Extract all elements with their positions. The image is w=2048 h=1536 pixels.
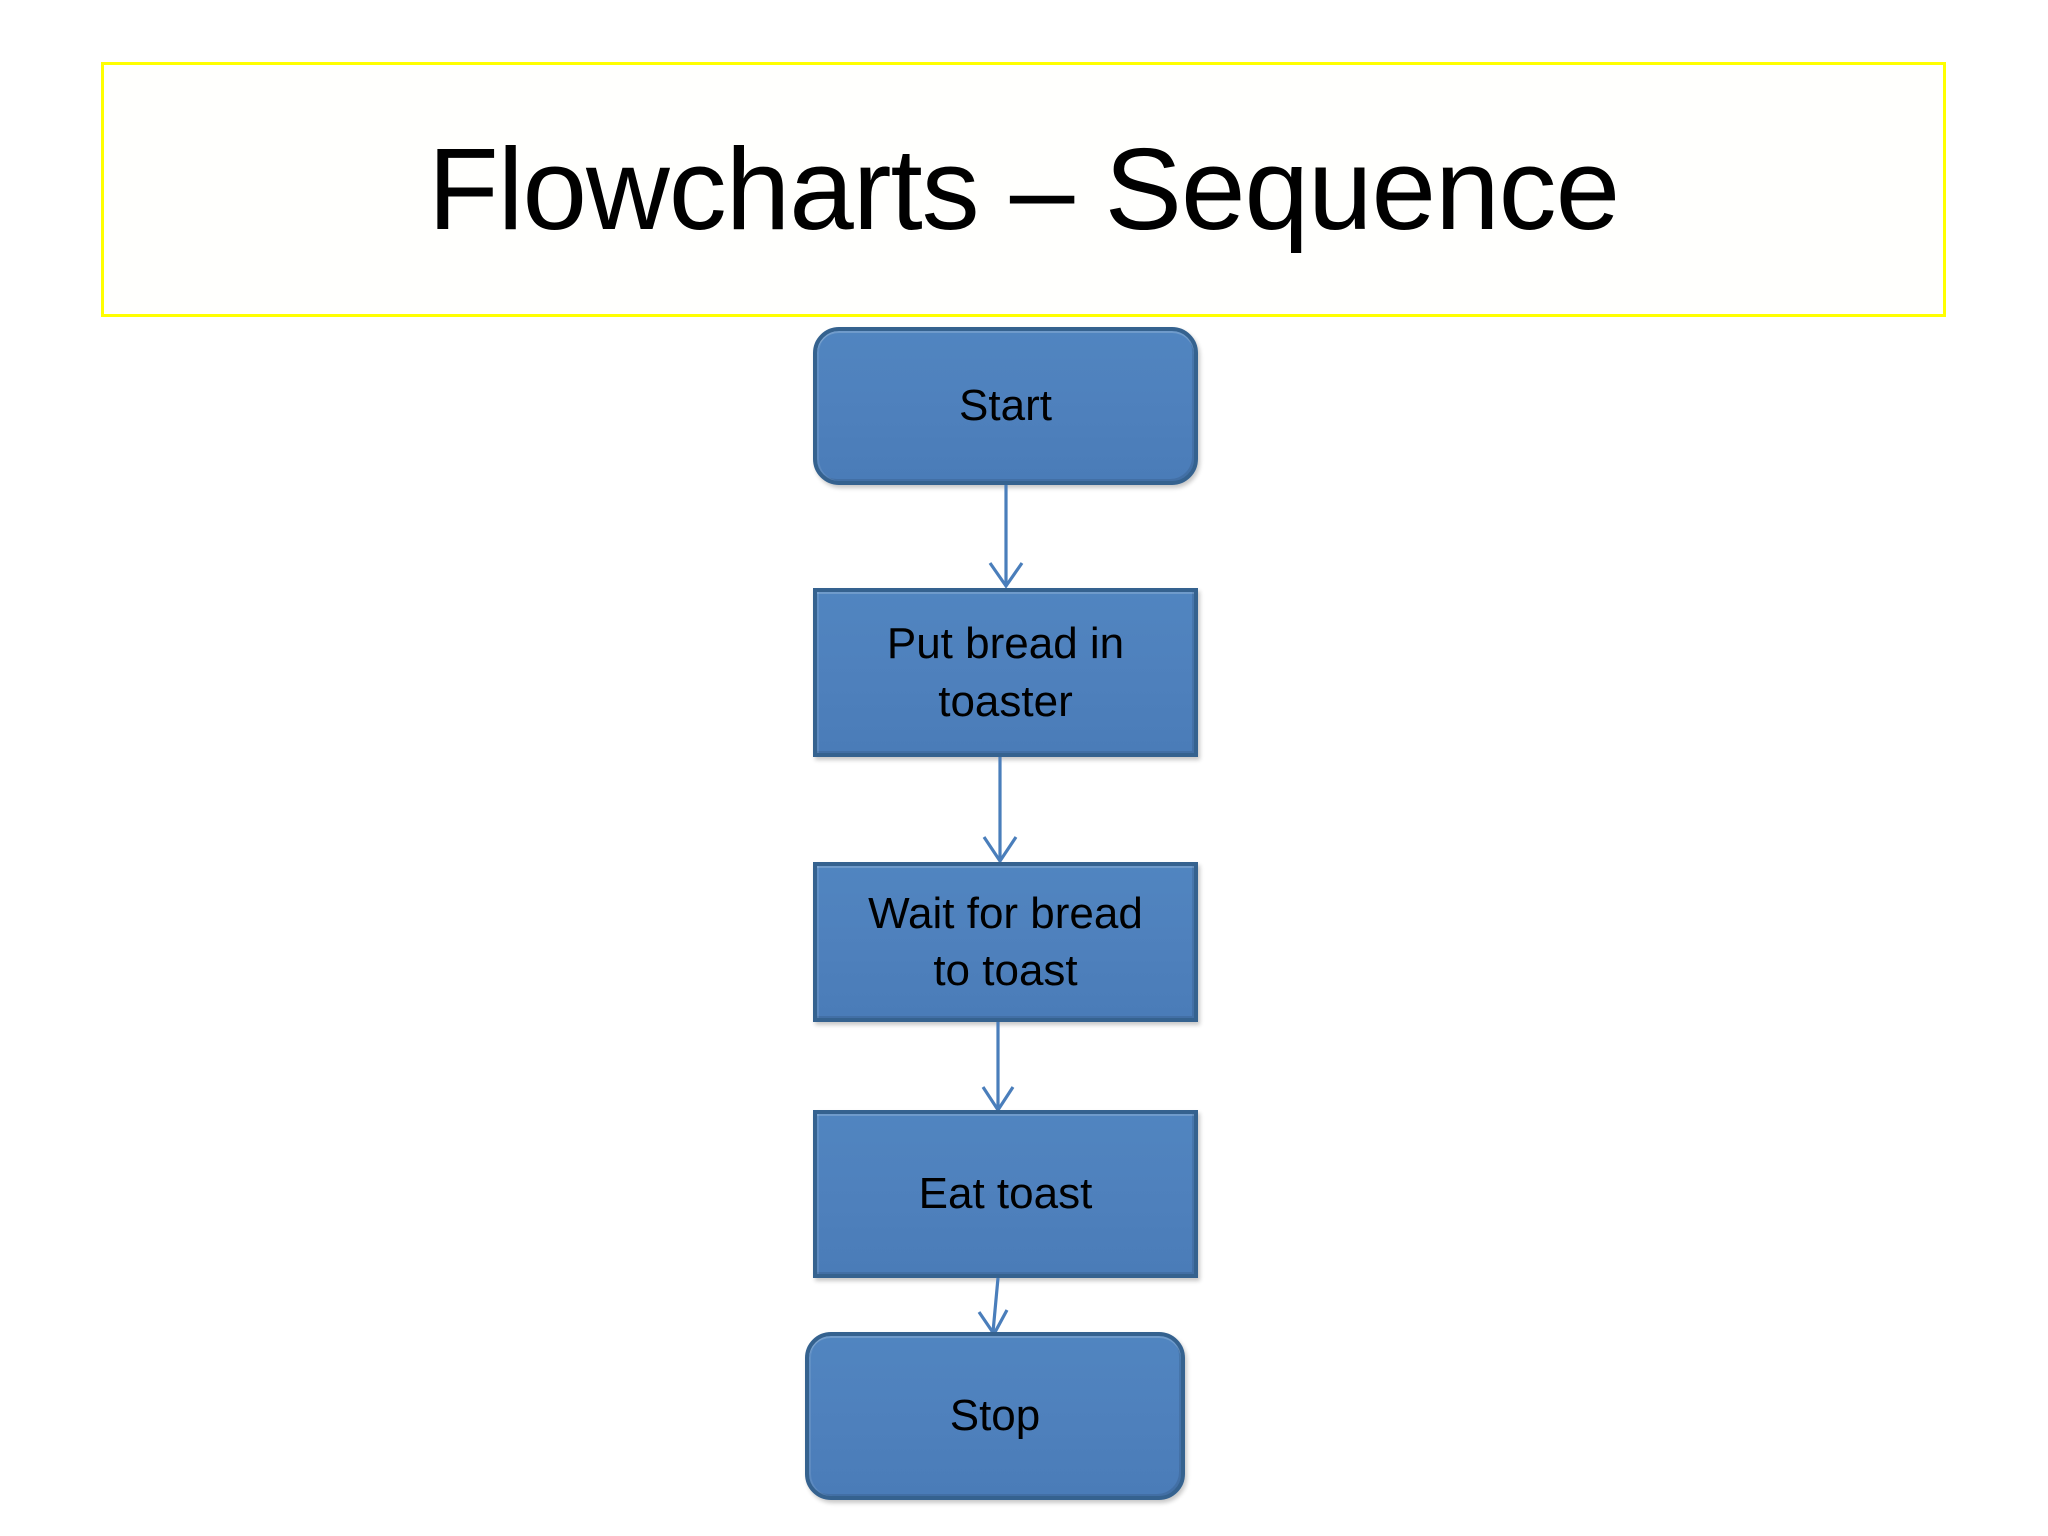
connector-put-to-wait (982, 757, 1018, 864)
title-placeholder[interactable]: Flowcharts – Sequence (101, 62, 1946, 317)
flowchart-node-label: Put bread in toaster (886, 619, 1125, 726)
flowchart-node-wait-for-bread-to-toast[interactable]: Wait for bread to toast (813, 862, 1198, 1022)
flowchart-node-put-bread-in-toaster[interactable]: Put bread in toaster (813, 588, 1198, 757)
flowchart-node-label: Wait for bread to toast (868, 888, 1143, 995)
flowchart-node-label: Eat toast (918, 1169, 1093, 1219)
page-title: Flowcharts – Sequence (427, 123, 1620, 254)
flowchart-node-label: Stop (949, 1391, 1041, 1441)
connector-wait-to-eat (981, 1022, 1015, 1113)
flowchart-node-eat-toast[interactable]: Eat toast (813, 1110, 1198, 1278)
flowchart-node-stop[interactable]: Stop (805, 1332, 1185, 1500)
flowchart-node-start[interactable]: Start (813, 327, 1198, 485)
flowchart-node-label: Start (959, 381, 1052, 431)
connector-start-to-put (988, 485, 1024, 589)
connector-eat-to-stop (977, 1277, 1009, 1338)
